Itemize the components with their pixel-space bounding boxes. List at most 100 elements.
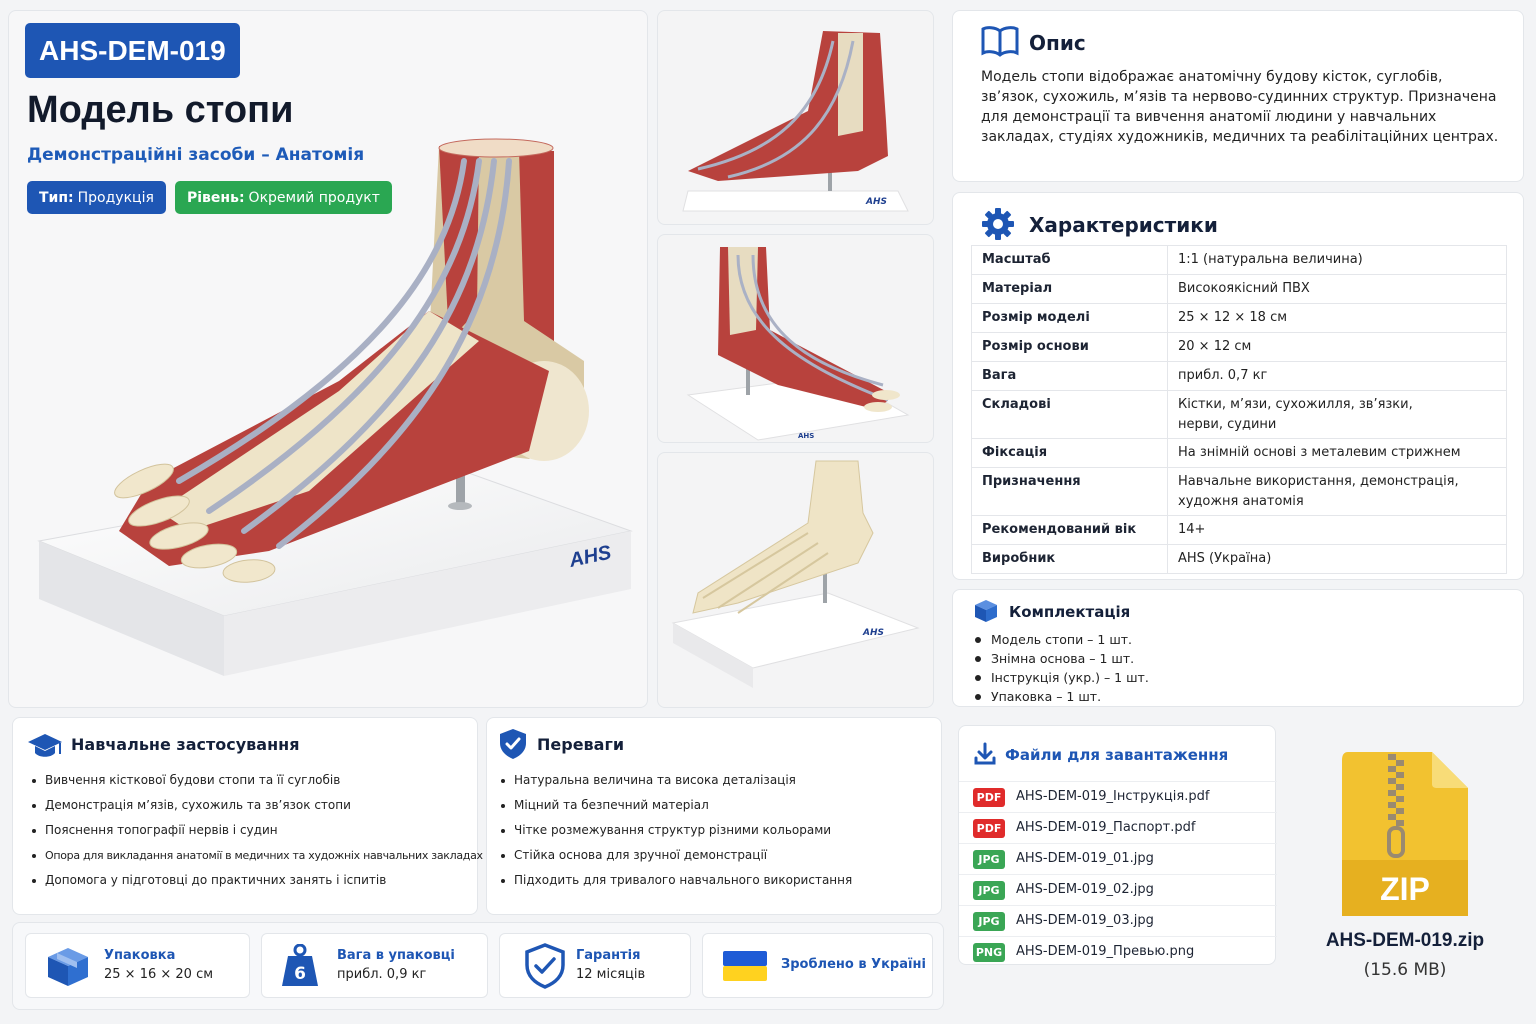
foot-model-image[interactable]: AHS [9,11,648,708]
description-title: Опис [1029,31,1086,55]
level-tag-label: Рівень: [187,189,245,206]
spec-key: Розмір моделі [971,303,1168,333]
hero-panel: AHS AHS-DEM-019 Модель стопи Демонстраці… [8,10,648,708]
file-name: AHS-DEM-019_Превью.png [1016,944,1195,959]
file-name: AHS-DEM-019_Паспорт.pdf [1016,820,1196,835]
kit-card: Комплектація Модель стопи – 1 шт. Знімна… [952,589,1524,707]
warranty-value: 12 місяців [576,967,646,982]
spec-value: На знімній основі з металевим стрижнем [1167,438,1507,468]
spec-value: Високоякісний ПВХ [1167,274,1507,304]
category-link[interactable]: Демонстраційні засоби – Анатомія [27,145,365,165]
zip-archive-icon[interactable]: ZIP [1340,750,1470,918]
png-file-icon: PNG [973,943,1005,962]
thumbnail-3-logo: AHS [862,628,884,638]
feature-package: Упаковка 25 × 16 × 20 см [25,933,250,998]
spec-value: Навчальне використання, демонстрація, ху… [1167,467,1507,516]
list-item: Вивчення кісткової будови стопи та її су… [32,768,483,793]
warranty-title: Гарантія [576,948,641,963]
gear-icon [982,208,1014,240]
file-name: AHS-DEM-019_Інструкція.pdf [1016,789,1210,804]
spec-key: Масштаб [971,245,1168,275]
made-in-label: Зроблено в Україні [781,957,926,972]
spec-value: 14+ [1167,515,1507,545]
education-title: Навчальне застосування [71,735,300,754]
jpg-file-icon: JPG [973,881,1005,900]
package-icon [48,948,88,986]
list-item: Міцний та безпечний матеріал [500,793,852,818]
file-row-image-01[interactable]: JPG AHS-DEM-019_01.jpg [959,843,1277,873]
list-item: Підходить для тривалого навчального вико… [500,868,852,893]
level-tag: Рівень: Окремий продукт [175,181,392,214]
list-item: Опора для викладання анатомії в медичних… [32,843,483,868]
thumbnail-2[interactable]: AHS [657,234,934,443]
advantages-list: Натуральна величина та висока деталізаці… [500,768,852,893]
description-card: Опис Модель стопи відображає анатомічну … [952,10,1524,182]
downloads-title: Файли для завантаження [1005,746,1229,764]
feature-made-in: Зроблено в Україні [702,933,933,998]
level-tag-value: Окремий продукт [248,189,380,206]
ukraine-flag-icon [723,951,767,981]
spec-value: Кістки, м’язи, сухожилля, зв’язки, нерви… [1167,390,1507,439]
archive-name[interactable]: AHS-DEM-019.zip [1325,930,1485,951]
spec-key: Виробник [971,544,1168,574]
jpg-file-icon: JPG [973,912,1005,931]
download-icon [974,742,996,765]
list-item: Пояснення топографії нервів і судин [32,818,483,843]
thumbnail-2-logo: AHS [798,432,814,440]
list-item: Демонстрація м’язів, сухожиль та зв’язок… [32,793,483,818]
spec-key: Призначення [971,467,1168,516]
features-strip: Упаковка 25 × 16 × 20 см 6 Вага в упаков… [12,922,944,1010]
list-item: Знімна основа – 1 шт. [975,649,1149,668]
kit-title: Комплектація [1009,603,1131,621]
warranty-shield-icon [525,943,565,989]
weight-title: Вага в упаковці [337,948,455,963]
description-text: Модель стопи відображає анатомічну будов… [981,69,1499,145]
list-item: Стійка основа для зручної демонстрації [500,843,852,868]
list-item: Натуральна величина та висока деталізаці… [500,768,852,793]
shield-check-icon [500,729,526,759]
spec-key: Розмір основи [971,332,1168,362]
specifications-title: Характеристики [1029,213,1218,237]
thumbnail-3[interactable]: AHS [657,452,934,708]
spec-value: 25 × 12 × 18 см [1167,303,1507,333]
zip-icon-label: ZIP [1380,871,1430,907]
feature-warranty: Гарантія 12 місяців [499,933,691,998]
downloads-card: Файли для завантаження PDF AHS-DEM-019_І… [958,725,1277,966]
page-title: Модель стопи [27,89,294,131]
thumbnail-1[interactable]: AHS [657,10,934,225]
package-value: 25 × 16 × 20 см [104,967,214,982]
feature-weight: 6 Вага в упаковці прибл. 0,9 кг [261,933,488,998]
file-row-preview[interactable]: PNG AHS-DEM-019_Превью.png [959,936,1277,966]
file-row-instruction[interactable]: PDF AHS-DEM-019_Інструкція.pdf [959,781,1277,811]
spec-key: Рекомендований вік [971,515,1168,545]
file-row-image-03[interactable]: JPG AHS-DEM-019_03.jpg [959,905,1277,935]
list-item: Інструкція (укр.) – 1 шт. [975,670,1149,685]
sku-badge: AHS-DEM-019 [25,23,240,78]
spec-key: Фіксація [971,438,1168,468]
list-item: Чітке розмежування структур різними коль… [500,818,852,843]
spec-key: Вага [971,361,1168,391]
pdf-file-icon: PDF [973,819,1005,838]
file-row-image-02[interactable]: JPG AHS-DEM-019_02.jpg [959,874,1277,904]
book-icon [981,26,1019,57]
advantages-title: Переваги [537,735,625,754]
graduation-cap-icon [28,734,62,757]
spec-value: прибл. 0,7 кг [1167,361,1507,391]
file-name: AHS-DEM-019_02.jpg [1016,882,1154,897]
type-tag-value: Продукція [77,189,154,206]
weight-icon-digit: 6 [294,964,306,984]
kit-list: Модель стопи – 1 шт. Знімна основа – 1 ш… [975,630,1149,706]
file-row-passport[interactable]: PDF AHS-DEM-019_Паспорт.pdf [959,812,1277,842]
education-card: Навчальне застосування Вивчення кістково… [12,717,483,915]
type-tag-label: Тип: [39,189,74,206]
spec-key: Складові [971,390,1168,439]
pdf-file-icon: PDF [973,788,1005,807]
